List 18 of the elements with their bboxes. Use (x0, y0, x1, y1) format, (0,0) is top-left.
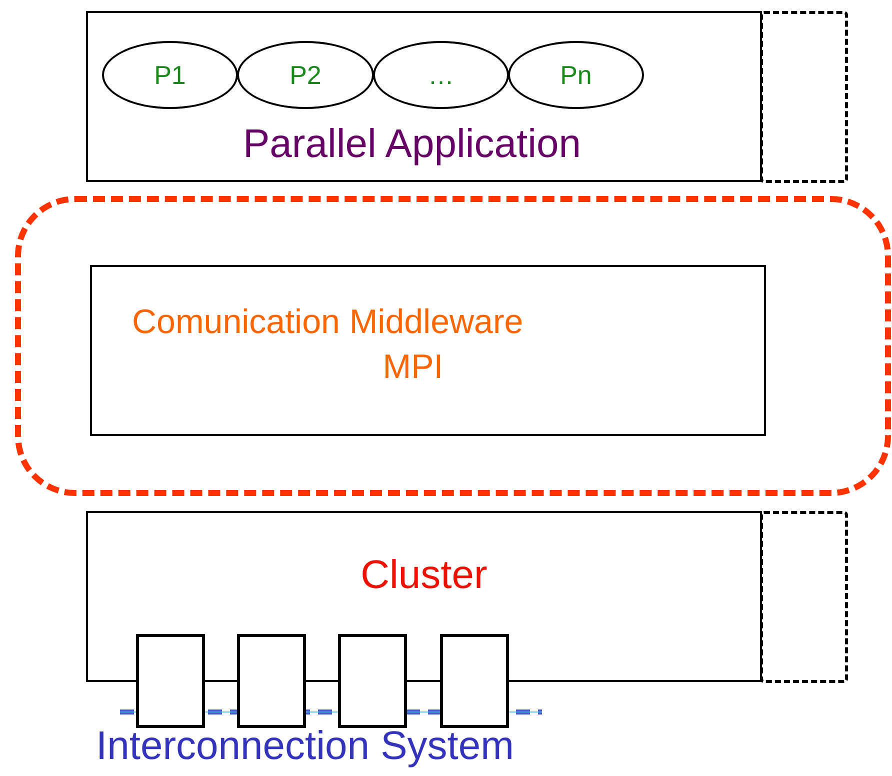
dashed-box (760, 11, 848, 183)
node-label: Pn (560, 58, 592, 92)
node-box (440, 634, 509, 728)
node-label: P2 (290, 58, 322, 92)
node-label: … (428, 58, 454, 92)
node-label: Comunication Middleware (132, 302, 524, 344)
node-label: Parallel Application (243, 124, 581, 164)
node-box (136, 634, 205, 728)
node-label: Cluster (360, 555, 488, 595)
middleware-box (90, 265, 766, 436)
node-label: P1 (154, 58, 186, 92)
bus-label: Interconnection System (96, 726, 514, 766)
node-label: MPI (382, 346, 444, 388)
node-box (338, 634, 407, 728)
application-box (86, 11, 762, 182)
highlight-region (15, 196, 891, 496)
node-box (237, 634, 306, 728)
dashed-box (760, 511, 848, 683)
